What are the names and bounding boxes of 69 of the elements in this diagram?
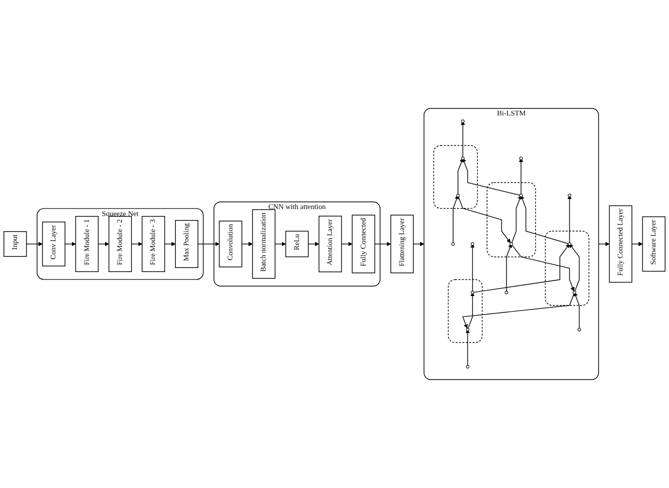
arrow: [460, 120, 465, 158]
arrow: [452, 195, 459, 243]
node-circle: [466, 328, 470, 332]
arrow: [511, 195, 522, 243]
arrow: [98, 242, 110, 246]
node-box: [218, 220, 242, 268]
node-circle: [519, 156, 523, 160]
arrow: [632, 242, 643, 246]
cluster: [486, 182, 536, 258]
cluster: [448, 279, 483, 343]
node-circle: [470, 290, 474, 294]
node-circle: [456, 194, 460, 198]
node-circle: [466, 365, 470, 368]
arrow: [198, 242, 220, 246]
arrow: [598, 242, 610, 246]
node-box: [108, 216, 132, 272]
arrow: [470, 244, 475, 292]
arrow: [458, 196, 511, 244]
node-circle: [510, 242, 514, 246]
arrow: [518, 158, 524, 194]
arrow: [374, 242, 391, 246]
node-box: [42, 222, 66, 266]
cluster: [544, 230, 590, 306]
arrow: [474, 244, 570, 293]
arrow: [574, 292, 580, 329]
node-circle: [578, 328, 581, 332]
arrow: [466, 329, 470, 366]
node-box: [175, 220, 198, 268]
node-box: [608, 205, 632, 283]
node-box: [390, 214, 414, 274]
node-box: [75, 216, 99, 272]
arrow: [308, 242, 320, 246]
node-box: [352, 214, 376, 274]
node-circle: [519, 194, 523, 198]
node-circle: [504, 290, 508, 294]
node-circle: [568, 242, 572, 246]
arrow: [26, 242, 43, 246]
cluster: [433, 145, 478, 209]
arrow: [241, 242, 253, 246]
node-circle: [451, 242, 455, 246]
arrow: [512, 244, 575, 292]
node-box: [4, 231, 27, 257]
arrow: [567, 195, 572, 243]
arrow: [131, 242, 142, 246]
arrow: [274, 242, 286, 246]
arrow: [462, 294, 574, 328]
arrow: [569, 244, 580, 292]
cluster: [214, 202, 380, 286]
arrow: [458, 158, 464, 194]
arrow: [520, 195, 569, 244]
node-circle: [461, 156, 465, 160]
arrow: [506, 244, 512, 292]
arrow: [341, 242, 352, 246]
node-circle: [572, 290, 576, 294]
node-circle: [568, 194, 572, 198]
node-box: [142, 216, 166, 272]
arrow: [64, 242, 76, 246]
cluster: [424, 108, 600, 380]
arrow: [462, 158, 520, 196]
node-box: [285, 230, 309, 258]
node-circle: [470, 242, 474, 246]
arrow: [468, 292, 475, 329]
node-circle: [461, 120, 465, 123]
node-box: [642, 216, 666, 272]
arrow: [412, 242, 424, 246]
arrow: [164, 242, 176, 246]
node-box: [318, 216, 342, 272]
node-box: [252, 209, 276, 279]
cluster: [36, 208, 204, 280]
